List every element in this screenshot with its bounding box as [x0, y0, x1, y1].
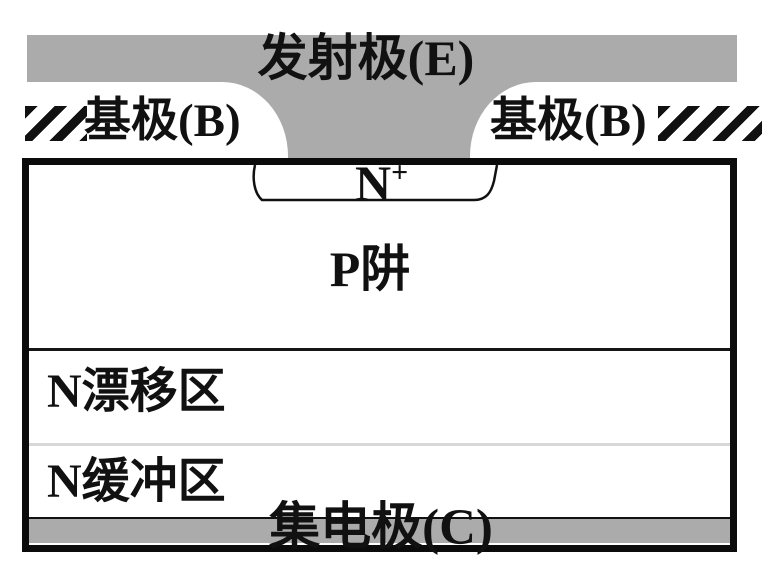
- base-contact-hatch-right: [658, 106, 762, 141]
- p-well-label: P阱: [329, 241, 411, 297]
- n-drift-label: N漂移区: [47, 365, 226, 418]
- drift-buffer-boundary-line: [29, 443, 730, 446]
- n-plus-region-outline: [252, 165, 499, 202]
- base-contact-hatch-left: [25, 106, 87, 141]
- base-label-left: 基极(B): [84, 95, 241, 147]
- device-body-outline: [22, 158, 737, 552]
- base-label-right: 基极(B): [490, 95, 647, 147]
- n-buffer-label: N缓冲区: [47, 455, 226, 508]
- p-well-drift-boundary-line: [29, 348, 730, 351]
- n-plus-superscript: +: [391, 156, 409, 189]
- n-plus-label: N+: [355, 155, 409, 211]
- n-plus-base-text: N: [355, 155, 392, 211]
- collector-label: 集电极(C): [269, 500, 493, 556]
- collector-electrode-bar: [29, 517, 730, 543]
- emitter-label: 发射极(E): [257, 30, 475, 86]
